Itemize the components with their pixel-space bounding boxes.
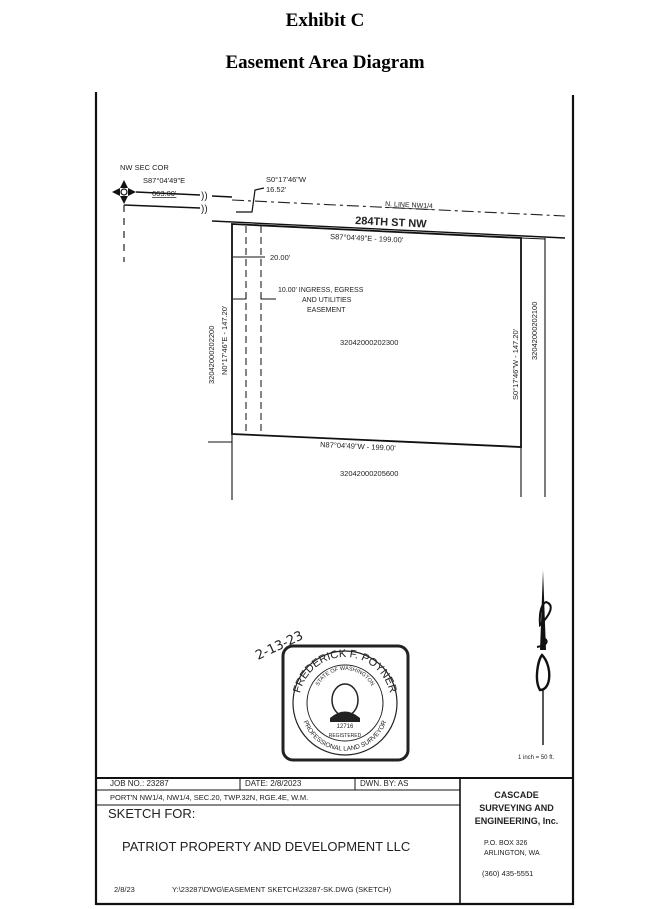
parcel-center-label: 32042000202300 xyxy=(340,338,398,347)
file-path: Y:\23287\DWG\EASEMENT SKETCH\23287-SK.DW… xyxy=(172,885,392,894)
svg-text:)): )) xyxy=(201,191,208,202)
easement-label-line1: 10.00' INGRESS, EGRESS xyxy=(278,287,364,294)
street-name-label: 284TH ST NW xyxy=(355,215,428,231)
company-address2: ARLINGTON, WA xyxy=(484,850,540,857)
offset-distance-label: 16.52' xyxy=(266,185,287,194)
easement-label-line2: AND UTILITIES xyxy=(302,297,352,304)
north-line-label: S87°04'49"E - 199.00' xyxy=(330,232,404,245)
svg-text:)): )) xyxy=(201,204,208,215)
client-name: PATRIOT PROPERTY AND DEVELOPMENT LLC xyxy=(122,839,411,854)
scale-label: 1 inch = 50 ft. xyxy=(518,755,555,761)
drawing-date: DATE: 2/8/2023 xyxy=(245,779,302,788)
company-phone: (360) 435-5551 xyxy=(482,869,534,878)
width-dimension-label: 20.00' xyxy=(270,253,291,262)
diagram-subtitle: Easement Area Diagram xyxy=(225,52,425,73)
company-name-line1: CASCADE xyxy=(494,790,539,800)
parcel-west-label: 32042000202200 xyxy=(207,326,216,384)
south-line-label: N87°04'49"W - 199.00' xyxy=(320,440,397,453)
corner-bearing-label: S87°04'49"E xyxy=(143,176,185,185)
portrait-icon xyxy=(331,683,359,717)
footer-date: 2/8/23 xyxy=(114,885,135,894)
easement-label-line3: EASEMENT xyxy=(307,307,346,314)
section-corner-icon xyxy=(112,180,136,204)
n-line-label: N. LINE NW1/4 xyxy=(385,201,433,210)
company-address1: P.O. BOX 326 xyxy=(484,840,528,847)
drawn-by: DWN. BY: AS xyxy=(360,779,409,788)
seal-registered: REGISTERED xyxy=(329,733,362,739)
nw-sec-cor-label: NW SEC COR xyxy=(120,163,169,172)
seal-number: 12716 xyxy=(337,724,354,730)
sketch-for-label: SKETCH FOR: xyxy=(108,806,196,821)
west-line-label: N0°17'46"E - 147.20' xyxy=(220,305,229,375)
parcel-east-label: 32042000202100 xyxy=(530,302,539,360)
east-line-label: S0°17'46"W - 147.20' xyxy=(511,328,520,400)
job-number: JOB NO.: 23287 xyxy=(110,779,169,788)
parcel-south-label: 32042000205600 xyxy=(340,469,398,478)
company-name-line3: ENGINEERING, Inc. xyxy=(474,816,559,826)
portion-description: PORT'N NW1/4, NW1/4, SEC.20, TWP.32N, RG… xyxy=(110,793,309,802)
exhibit-title: Exhibit C xyxy=(285,10,365,31)
surveyor-seal: FREDERICK F. POYNER PROFESSIONAL LAND SU… xyxy=(281,644,410,762)
offset-bearing-label: S0°17'46"W xyxy=(266,175,307,184)
company-name-line2: SURVEYING AND xyxy=(479,803,554,813)
north-arrow-icon xyxy=(535,570,552,745)
